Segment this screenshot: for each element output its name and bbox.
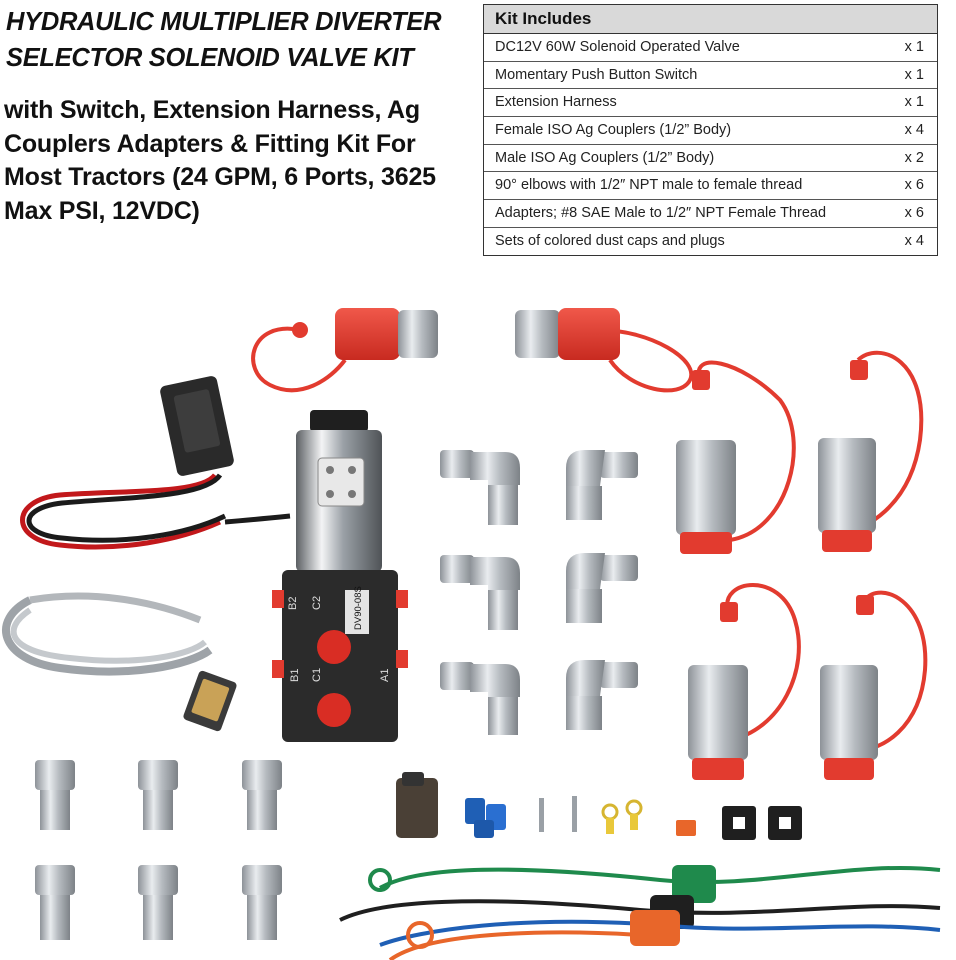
kit-item-qty: x 1 — [904, 39, 924, 55]
valve-port-label: C2 — [311, 596, 323, 610]
kit-item-qty: x 2 — [904, 149, 924, 166]
straight-adapter — [138, 760, 178, 830]
elbow-fitting — [566, 450, 638, 520]
male-coupler-left — [251, 308, 438, 393]
straight-adapter — [242, 865, 282, 940]
straight-adapter — [138, 865, 178, 940]
male-coupler-right — [515, 308, 694, 393]
kit-item-name: DC12V 60W Solenoid Operated Valve — [495, 39, 740, 55]
diverter-valve-body — [272, 570, 408, 742]
kit-item-qty: x 6 — [904, 205, 924, 222]
ring-terminals — [601, 799, 643, 834]
kit-item-qty: x 1 — [904, 66, 924, 83]
kit-item-name: Sets of colored dust caps and plugs — [495, 232, 725, 249]
kit-item-qty: x 4 — [904, 232, 924, 249]
valve-port-label: C1 — [311, 668, 323, 682]
kit-row: Extension Harness x 1 — [484, 89, 937, 118]
coil-connector — [396, 772, 438, 838]
valve-port-label: B2 — [287, 597, 299, 610]
female-coupler — [688, 583, 801, 780]
elbow-fitting — [440, 450, 520, 525]
female-coupler — [676, 360, 796, 554]
straight-adapter — [35, 865, 75, 940]
extension-harness — [2, 592, 237, 732]
kit-item-qty: x 6 — [904, 177, 924, 194]
valve-port-label: A1 — [379, 669, 391, 682]
blue-wire-connectors — [465, 798, 506, 838]
kit-item-name: Male ISO Ag Couplers (1/2” Body) — [495, 149, 715, 166]
solenoid-coil — [296, 410, 382, 572]
screws — [539, 796, 577, 832]
kit-row: Momentary Push Button Switch x 1 — [484, 62, 937, 90]
kit-item-qty: x 1 — [904, 94, 924, 111]
push-button-switch — [160, 376, 234, 476]
kit-row: Adapters; #8 SAE Male to 1/2″ NPT Female… — [484, 200, 937, 228]
kit-row: Sets of colored dust caps and plugs x 4 — [484, 228, 937, 255]
kit-item-name: Extension Harness — [495, 94, 617, 111]
kit-row: DC12V 60W Solenoid Operated Valve x 1 — [484, 34, 937, 62]
colored-dust-caps — [339, 865, 941, 960]
product-title: HYDRAULIC MULTIPLIER DIVERTER SELECTOR S… — [6, 8, 442, 72]
elbow-fitting — [566, 553, 638, 623]
straight-adapter — [35, 760, 75, 830]
valve-port-label: B1 — [289, 669, 301, 682]
kit-row: 90° elbows with 1/2″ NPT male to female … — [484, 172, 937, 201]
gaskets — [722, 806, 802, 840]
kit-item-name: Momentary Push Button Switch — [495, 66, 698, 83]
elbow-fitting — [566, 660, 638, 730]
valve-model-label: DV90-08S — [353, 586, 364, 630]
product-subtitle: with Switch, Extension Harness, Ag Coupl… — [4, 96, 436, 225]
elbow-fitting — [440, 662, 520, 735]
female-coupler — [820, 590, 928, 780]
straight-adapter — [242, 760, 282, 830]
kit-table-heading: Kit Includes — [484, 5, 937, 34]
kit-item-name: Adapters; #8 SAE Male to 1/2″ NPT Female… — [495, 205, 827, 222]
power-harness — [20, 473, 291, 550]
kit-row: Female ISO Ag Couplers (1/2” Body) x 4 — [484, 117, 937, 145]
product-photo: DV90-08S B2 C2 B1 C1 A1 — [2, 308, 941, 960]
kit-item-name: Female ISO Ag Couplers (1/2” Body) — [495, 122, 732, 139]
elbow-fitting — [440, 555, 520, 630]
fuse — [676, 820, 696, 836]
kit-row: Male ISO Ag Couplers (1/2” Body) x 2 — [484, 145, 937, 173]
kit-item-name: 90° elbows with 1/2″ NPT male to female … — [495, 177, 803, 194]
female-coupler — [818, 350, 924, 552]
kit-item-qty: x 4 — [904, 122, 924, 139]
kit-includes-table: Kit Includes DC12V 60W Solenoid Operated… — [483, 4, 938, 256]
